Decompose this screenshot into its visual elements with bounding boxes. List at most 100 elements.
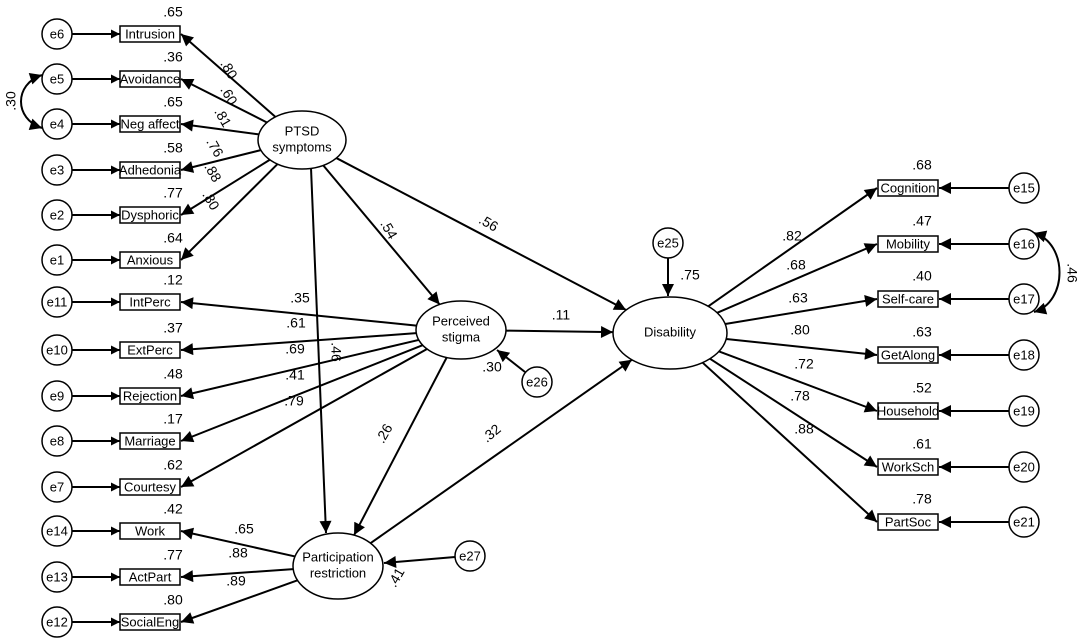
error-e10	[41, 334, 73, 366]
edge-ptsd-loading-4	[180, 158, 271, 216]
edge-stigma-loading-4	[180, 348, 428, 488]
indicator-disability-1	[877, 235, 939, 253]
edge-participation-loading-1	[180, 568, 294, 583]
coef-ptsd-1: .60	[217, 83, 241, 108]
r2-ptsd-3: .58	[163, 140, 183, 156]
edge-stigma-loading-3	[180, 344, 424, 443]
r2-disability-4: .52	[912, 380, 932, 396]
indicator-ptsd-0-label: Intrusion	[125, 26, 175, 41]
r2-participation: .41	[384, 565, 408, 590]
indicator-disability-6-label: PartSoc	[885, 514, 932, 529]
error-e25	[652, 227, 684, 259]
edge-participation-loading-0	[180, 527, 296, 558]
error-e26	[521, 366, 553, 398]
indicator-participation-1	[119, 568, 181, 586]
latent-stigma-label: stigma	[442, 329, 481, 344]
coef-disability-6: .88	[794, 421, 814, 437]
edge-e26-to-stigma	[496, 349, 526, 373]
error-e19-label: e19	[1013, 403, 1035, 418]
error-e8-label: e8	[50, 433, 64, 448]
cov-e16-e17	[1033, 230, 1061, 315]
indicator-stigma-2	[119, 387, 181, 405]
r2-stigma-2: .48	[163, 366, 183, 382]
error-e1	[41, 244, 73, 276]
coef-disability-1: .68	[786, 257, 806, 273]
error-e5	[41, 63, 73, 95]
indicator-stigma-2-label: Rejection	[123, 388, 177, 403]
indicator-stigma-0	[119, 293, 181, 311]
r2-stigma-0: .12	[163, 272, 183, 288]
indicator-stigma-4-label: Courtesy	[124, 479, 177, 494]
edge-ptsd-to-participation	[310, 167, 332, 534]
coef-stigma-2: .69	[285, 341, 305, 357]
indicator-ptsd-2-label: Neg affect	[120, 116, 179, 131]
r2-disability-5: .61	[912, 436, 932, 452]
error-e12-label: e12	[46, 614, 68, 629]
coef-ptsd-2: .81	[211, 105, 235, 130]
coef-disability-5: .78	[790, 388, 810, 404]
latent-stigma	[415, 300, 507, 360]
coef-path-stigma-disability: .11	[552, 307, 571, 323]
error-e7-label: e7	[50, 479, 64, 494]
r2-participation-2: .80	[163, 592, 183, 608]
r2-disability-0: .68	[912, 157, 932, 173]
latent-participation	[292, 532, 384, 600]
coef-ptsd-3: .76	[203, 135, 227, 160]
r2-stigma: .30	[482, 359, 502, 375]
coef-disability-2: .63	[788, 290, 808, 306]
indicator-disability-3-label: GetAlong	[881, 347, 935, 362]
edge-ptsd-to-stigma	[322, 164, 441, 306]
indicator-stigma-3	[119, 432, 181, 450]
coef-participation-0: .65	[234, 521, 254, 537]
edge-disability-loading-6	[701, 361, 878, 523]
edge-disability-loading-0	[707, 187, 878, 308]
r2-stigma-3: .17	[163, 411, 183, 427]
indicator-disability-0-label: Cognition	[881, 180, 936, 195]
error-e3-label: e3	[50, 162, 64, 177]
cov-e5-e4	[20, 72, 43, 131]
edge-stigma-to-disability	[505, 326, 614, 339]
error-e6-label: e6	[50, 26, 64, 41]
indicator-stigma-0-label: IntPerc	[129, 294, 171, 309]
error-e9	[41, 380, 73, 412]
latent-disability	[612, 296, 728, 370]
edge-ptsd-loading-2	[180, 119, 259, 136]
indicator-ptsd-3-label: Adhedonia	[119, 162, 182, 177]
error-e25-label: e25	[657, 235, 679, 250]
error-e8	[41, 425, 73, 457]
indicator-disability-4	[877, 402, 939, 420]
indicator-participation-2	[119, 613, 181, 631]
error-e20	[1008, 451, 1040, 483]
edge-disability-loading-4	[718, 350, 878, 413]
error-e27-label: e27	[459, 548, 481, 563]
error-e6	[41, 18, 73, 50]
edge-e27-to-participation	[383, 556, 456, 568]
error-e27	[454, 540, 486, 572]
error-e7	[41, 471, 73, 503]
error-e18	[1008, 339, 1040, 371]
edge-participation-to-disability	[369, 358, 633, 545]
edge-disability-loading-1	[716, 243, 878, 314]
error-e16	[1008, 228, 1040, 260]
error-e15-label: e15	[1013, 180, 1035, 195]
indicator-participation-2-label: SocialEng	[121, 614, 180, 629]
latent-ptsd	[257, 110, 347, 170]
coef-participation-2: .89	[226, 573, 246, 589]
error-e18-label: e18	[1013, 347, 1035, 362]
coef-stigma-1: .61	[286, 315, 306, 331]
indicator-ptsd-2	[119, 115, 181, 133]
indicator-disability-4-label: Household	[877, 403, 939, 418]
r2-disability-6: .78	[912, 491, 932, 507]
indicator-ptsd-0	[119, 25, 181, 43]
indicator-stigma-3-label: Marriage	[124, 433, 175, 448]
r2-disability-1: .47	[912, 213, 932, 229]
error-e21	[1008, 506, 1040, 538]
r2-ptsd-5: .64	[163, 230, 183, 246]
error-e21-label: e21	[1013, 514, 1035, 529]
error-e17	[1008, 283, 1040, 315]
coef-cov-e5-e4: .30	[3, 91, 19, 111]
indicator-disability-3	[877, 346, 939, 364]
error-e16-label: e16	[1013, 236, 1035, 251]
coef-stigma-4: .79	[284, 393, 304, 409]
